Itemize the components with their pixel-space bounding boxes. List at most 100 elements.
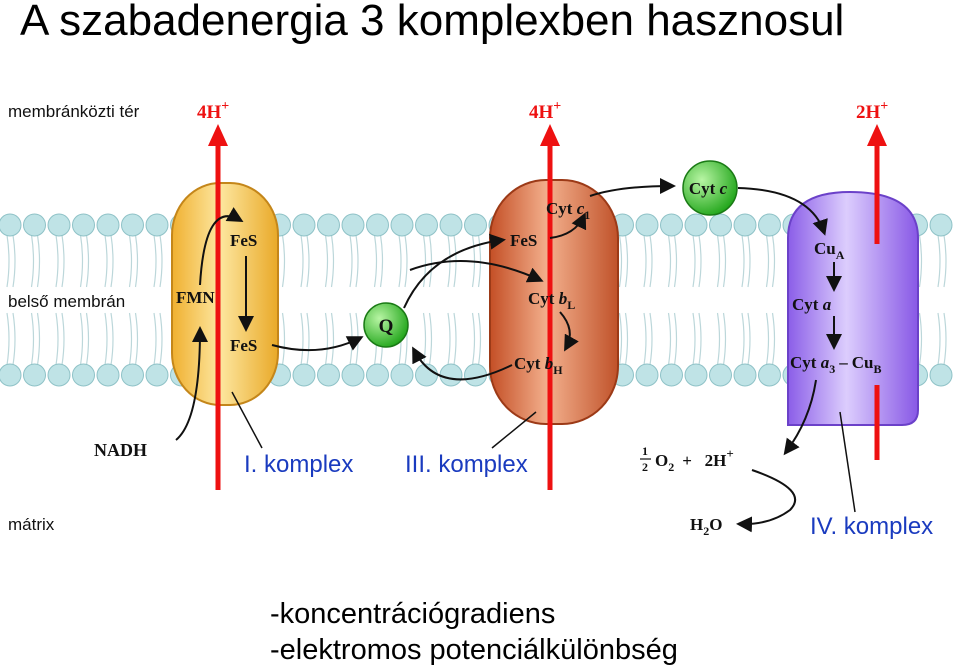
- complex-i-name: I. komplex: [244, 451, 353, 478]
- lipid-tail: [159, 312, 163, 366]
- lipid-tail: [110, 234, 114, 288]
- lipid-tail: [128, 234, 133, 288]
- lipid-tail: [153, 312, 157, 366]
- proton-label-i: 4H+: [197, 99, 229, 123]
- lipid-tail: [404, 234, 408, 288]
- fes-iii-label: FeS: [510, 231, 537, 250]
- lipid-tail: [6, 312, 10, 366]
- lipid-head: [709, 363, 732, 387]
- lipid-head: [47, 213, 71, 237]
- lipid-tail: [667, 234, 672, 288]
- lipid-tail: [649, 312, 653, 366]
- lipid-head: [733, 213, 757, 237]
- lipid-tail: [306, 312, 310, 366]
- electron-transport-diagram: membránközti tér belső membrán mátrix Q …: [0, 99, 953, 540]
- lipid-tail: [447, 312, 451, 366]
- cyt-bl-label: Cyt bL: [528, 289, 575, 312]
- lipid-tail: [30, 234, 35, 288]
- lipid-head: [145, 363, 169, 387]
- bullet-electric-potential: -elektromos potenciálkülönbség: [270, 634, 678, 666]
- lipid-head: [72, 363, 95, 387]
- lipid-head: [366, 213, 389, 237]
- lipid-tail: [104, 234, 108, 288]
- lipid-tail: [649, 234, 653, 288]
- h2o-label: H2O: [690, 515, 722, 538]
- inner-membrane-label: belső membrán: [8, 292, 125, 311]
- lipid-tail: [134, 312, 139, 366]
- lipid-head: [733, 363, 757, 387]
- lipid-tail: [765, 234, 770, 288]
- cyt-c-ball: [682, 160, 738, 216]
- lipid-tail: [771, 312, 776, 366]
- lipid-tail: [379, 234, 384, 288]
- lipid-head: [292, 213, 316, 237]
- page-title: A szabadenergia 3 komplexben hasznosul: [20, 0, 845, 45]
- lipid-tail: [741, 312, 745, 366]
- lipid-tail: [306, 234, 310, 288]
- complex-i-shape: [171, 182, 279, 406]
- lipid-tail: [110, 312, 114, 366]
- lipid-tail: [330, 312, 335, 366]
- lipid-tail: [722, 312, 727, 366]
- lipid-tail: [355, 234, 359, 288]
- lipid-tail: [618, 234, 623, 288]
- lipid-head: [464, 363, 487, 387]
- lipid-tail: [428, 234, 433, 288]
- lipid-head: [0, 363, 22, 387]
- fmn-label: FMN: [176, 288, 215, 307]
- proton-arrowhead-i: [208, 124, 228, 146]
- lipid-head: [341, 363, 365, 387]
- oxygen-reaction: 1 2 O2+ 2H+ H2O: [640, 444, 734, 538]
- lipid-head: [23, 363, 46, 387]
- lipid-head: [317, 363, 340, 387]
- lipid-head: [684, 363, 708, 387]
- lipid-head: [96, 213, 120, 237]
- lipid-head: [0, 213, 22, 237]
- lipid-tail: [349, 234, 353, 288]
- lipid-head: [292, 363, 316, 387]
- lipid-tail: [741, 234, 745, 288]
- lipid-tail: [624, 312, 629, 366]
- lipid-tail: [12, 312, 16, 366]
- lipid-tail: [373, 234, 378, 288]
- lipid-tail: [300, 234, 304, 288]
- lipid-tail: [765, 312, 770, 366]
- cyt-c-label: Cyt c: [689, 179, 728, 198]
- complex-iv-shape: [787, 190, 919, 426]
- lipid-head: [96, 363, 120, 387]
- lipid-head: [47, 363, 71, 387]
- lipid-head: [684, 213, 708, 237]
- lipid-head: [121, 213, 144, 237]
- lipid-tail: [281, 234, 286, 288]
- lipid-head: [709, 213, 732, 237]
- intermembrane-label: membránközti tér: [8, 102, 140, 121]
- lipid-tail: [918, 234, 923, 288]
- lipid-tail: [30, 312, 35, 366]
- lipid-tail: [643, 234, 647, 288]
- lipid-tail: [79, 312, 84, 366]
- lipid-tail: [477, 234, 482, 288]
- lipid-tail: [61, 234, 65, 288]
- lipid-tail: [85, 234, 90, 288]
- lipid-head: [464, 213, 487, 237]
- cyt-a3-cub-label: Cyt a3–CuB: [790, 353, 881, 376]
- lipid-head: [439, 363, 463, 387]
- lipid-tail: [300, 312, 304, 366]
- proton-arrows: [215, 142, 880, 490]
- lipid-tail: [428, 312, 433, 366]
- lipid-head: [145, 213, 169, 237]
- lipid-tail: [937, 312, 941, 366]
- lipid-head: [366, 363, 389, 387]
- lipid-tail: [159, 234, 163, 288]
- electron-paths: [175, 178, 842, 533]
- lipid-head: [439, 213, 463, 237]
- proton-label-iii: 4H+: [529, 99, 561, 123]
- q-label: Q: [379, 316, 394, 337]
- cua-label: CuA: [814, 239, 845, 262]
- lipid-tail: [477, 312, 482, 366]
- pointer-iv: [839, 411, 856, 513]
- fes-bottom-label: FeS: [230, 336, 257, 355]
- cyt-bh-label: Cyt bH: [514, 354, 563, 377]
- lipid-head: [415, 213, 438, 237]
- q-ball: [363, 302, 409, 348]
